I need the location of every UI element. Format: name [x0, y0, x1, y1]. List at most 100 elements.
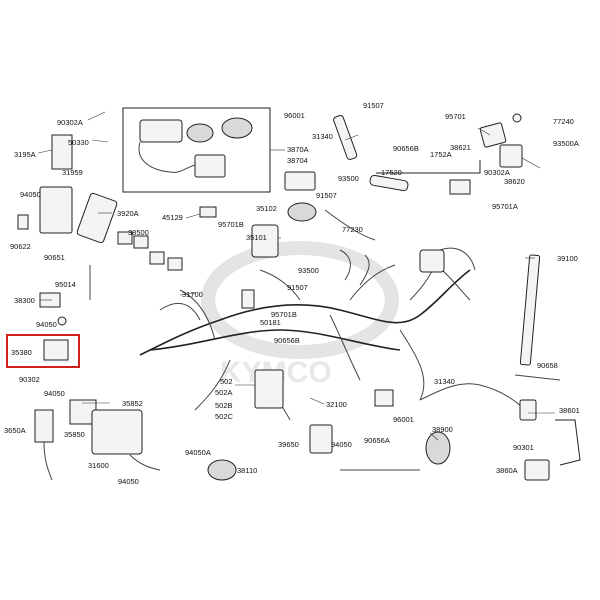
- label-31340-a: 31340: [312, 132, 333, 141]
- label-90651: 90651: [44, 253, 65, 262]
- harness-branch-left: [159, 289, 216, 341]
- label-94050-e: 94050: [331, 440, 352, 449]
- ignition-key-set-box: [122, 107, 285, 193]
- label-38110: 38110: [237, 466, 257, 475]
- leader-38900: [429, 432, 439, 441]
- label-502A: 502A: [215, 388, 233, 397]
- label-3650A: 3650A: [4, 426, 26, 435]
- part-31959: [39, 186, 73, 234]
- label-90656B-a: 90656B: [393, 144, 419, 153]
- label-3870A: 3870A: [287, 145, 309, 154]
- label-31959: 31959: [62, 168, 83, 177]
- part-96001-b: [374, 389, 394, 407]
- label-31600: 31600: [88, 461, 109, 470]
- label-93500A: 93500A: [553, 139, 579, 148]
- label-31700: 31700: [182, 290, 203, 299]
- label-77230: 77230: [342, 225, 363, 234]
- part-31340-a: [333, 114, 358, 160]
- leader-38620: [521, 157, 541, 169]
- part-labels: 90302A 50330 3195A 31959 94050 90622 906…: [4, 101, 580, 486]
- harness-trunk-2: [149, 329, 401, 351]
- part-35101-ignition: [251, 224, 279, 258]
- label-90656A: 90656A: [364, 436, 390, 445]
- label-90658: 90658: [537, 361, 558, 370]
- label-17520: 17520: [381, 168, 402, 177]
- part-17520-switch: [449, 179, 471, 195]
- label-38300: 38300: [14, 296, 35, 305]
- connector-38500-a: [117, 231, 133, 245]
- label-96001-b: 96001: [393, 415, 414, 424]
- label-1752A: 1752A: [430, 150, 452, 159]
- label-502C: 502C: [215, 412, 234, 421]
- label-38620: 38620: [504, 177, 525, 186]
- label-91507-a: 91507: [363, 101, 384, 110]
- part-38601-bracket: [555, 419, 581, 466]
- label-90656B-b: 90656B: [274, 336, 300, 345]
- watermark-ring: [201, 241, 399, 359]
- label-90302: 90302: [19, 375, 40, 384]
- part-38620: [499, 144, 523, 168]
- part-3195A: [51, 134, 73, 170]
- left-parts: [17, 134, 161, 481]
- leader-lines: [37, 111, 555, 441]
- highlight-box-35380: [6, 334, 80, 368]
- label-90301: 90301: [513, 443, 534, 452]
- part-31340-b-connector: [519, 399, 537, 421]
- label-35850: 35850: [64, 430, 85, 439]
- ignition-switch-part: [139, 119, 183, 143]
- label-90622: 90622: [10, 242, 31, 251]
- label-95014: 95014: [55, 280, 76, 289]
- part-3860A: [524, 459, 550, 481]
- label-91507-c: 91507: [287, 283, 308, 292]
- part-77240: [512, 113, 522, 123]
- label-93500-a: 93500: [338, 174, 359, 183]
- part-17520-bracket: [369, 174, 409, 192]
- leader-31700: [179, 292, 197, 296]
- leader-50330: [91, 139, 109, 143]
- label-38900: 38900: [432, 425, 453, 434]
- label-77240: 77240: [553, 117, 574, 126]
- label-38621: 38621: [450, 143, 471, 152]
- leader-31340-a: [344, 134, 359, 141]
- part-39100-strip: [519, 254, 541, 366]
- label-35102: 35102: [256, 204, 277, 213]
- label-39650: 39650: [278, 440, 299, 449]
- label-90302A-right: 90302A: [484, 168, 510, 177]
- label-38601: 38601: [559, 406, 580, 415]
- part-31600-wire: [129, 454, 161, 471]
- label-39100: 39100: [557, 254, 578, 263]
- label-95701B-a: 95701B: [218, 220, 244, 229]
- center-lower-parts: [207, 369, 581, 481]
- connector-38500-d: [167, 257, 183, 271]
- part-38900: [425, 431, 451, 465]
- label-3860A: 3860A: [496, 466, 518, 475]
- label-3920A: 3920A: [117, 209, 139, 218]
- label-45129: 45129: [162, 213, 183, 222]
- part-45129: [199, 206, 217, 218]
- leader-38621: [477, 127, 491, 136]
- leader-32100: [309, 397, 325, 405]
- label-32100: 32100: [326, 400, 347, 409]
- label-38500: 38500: [128, 228, 149, 237]
- label-50181: 50181: [260, 318, 281, 327]
- part-35102: [287, 202, 317, 222]
- label-35852: 35852: [122, 399, 143, 408]
- label-38704: 38704: [287, 156, 308, 165]
- part-90622: [17, 214, 29, 230]
- label-93500-b: 93500: [298, 266, 319, 275]
- label-95701-a: 95701: [445, 112, 466, 121]
- part-38110-horn: [207, 459, 237, 481]
- label-35101: 35101: [246, 233, 267, 242]
- part-39650: [309, 424, 333, 454]
- main-wiring-harness: [139, 247, 476, 421]
- label-96001-a: 96001: [284, 111, 305, 120]
- label-50330: 50330: [68, 138, 89, 147]
- label-94050A: 94050A: [185, 448, 211, 457]
- label-94050-d: 94050: [118, 477, 139, 486]
- label-3195A: 3195A: [14, 150, 36, 159]
- key-fob-2: [221, 117, 253, 139]
- harness-trunk: [139, 269, 471, 356]
- harness-branch-ignition: [259, 269, 301, 301]
- label-94050-a: 94050: [20, 190, 41, 199]
